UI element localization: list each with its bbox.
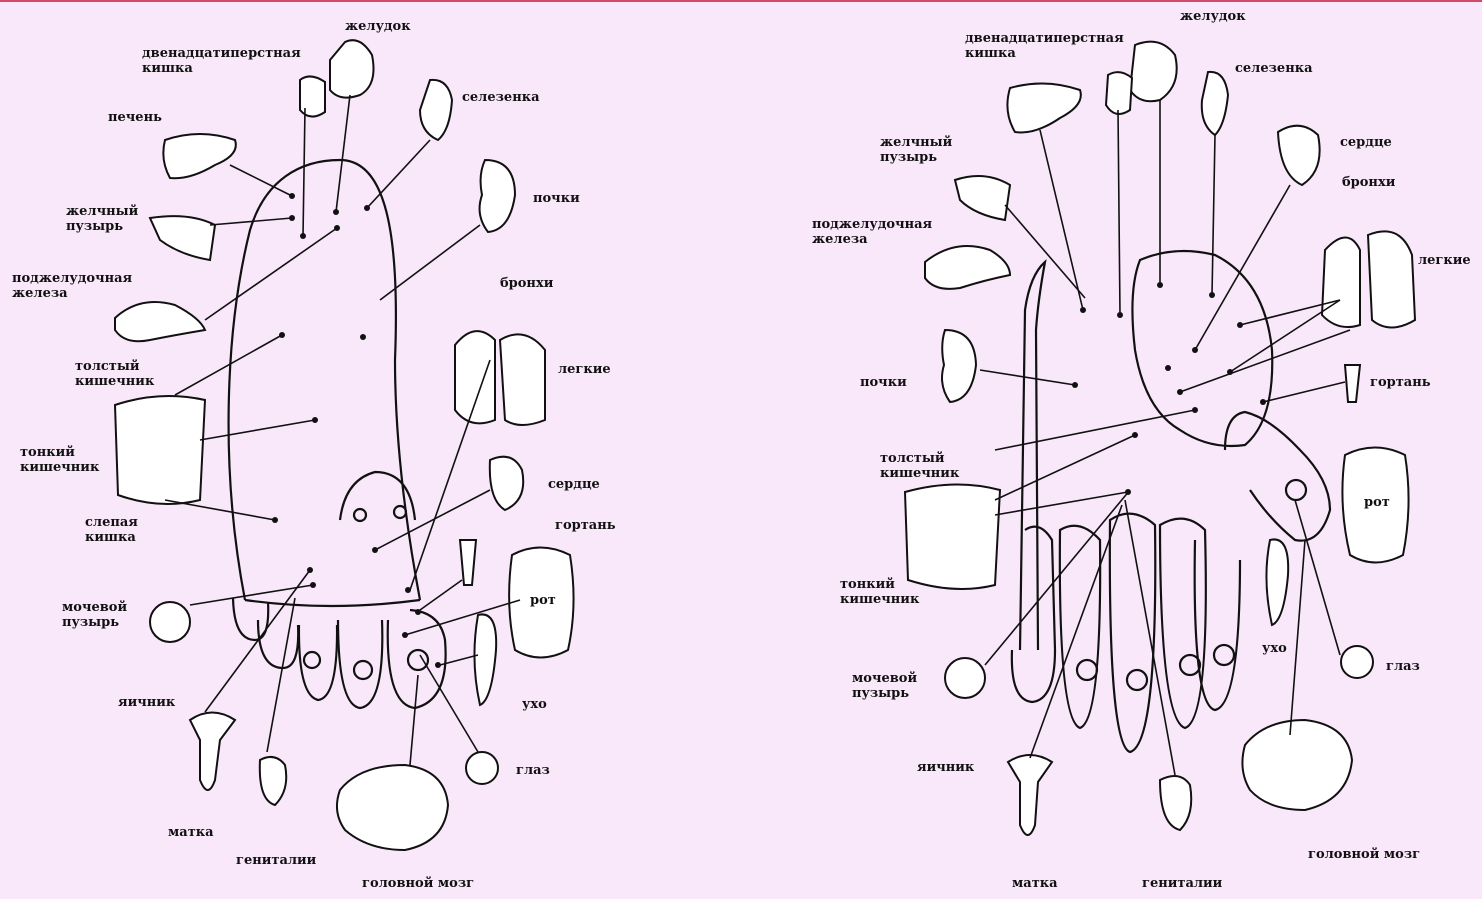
right-label-larynx: гортань <box>1370 375 1431 390</box>
stomach-organ <box>330 40 374 97</box>
duodenum-organ <box>300 76 325 116</box>
bladder-organ <box>150 602 190 642</box>
ear-organ <box>1266 539 1288 625</box>
foot-outline <box>229 160 420 600</box>
pancreas-organ <box>115 302 205 341</box>
left-label-uterus: матка <box>168 825 214 840</box>
left-label-brain: головной мозг <box>362 876 474 891</box>
heart-organ <box>1278 126 1320 185</box>
pancreas-organ <box>925 246 1010 289</box>
left-leader-lines <box>165 95 520 765</box>
right-label-heart: сердце <box>1340 135 1392 150</box>
left-label-mouth: рот <box>530 593 556 608</box>
right-label-genitals: гениталии <box>1142 876 1223 891</box>
colon-organ <box>115 396 205 504</box>
left-label-ovary: яичник <box>118 695 176 710</box>
gallbladder-organ <box>955 176 1010 220</box>
left-label-heart: сердце <box>548 477 600 492</box>
duodenum-organ <box>1106 72 1132 114</box>
kidney-organ <box>942 330 976 402</box>
heart-organ <box>490 457 523 510</box>
larynx-organ <box>460 540 476 585</box>
toes <box>233 472 446 708</box>
gallbladder-organ <box>150 216 215 260</box>
left-label-bronchi: бронхи <box>500 276 554 291</box>
right-label-kidneys: почки <box>860 375 907 390</box>
genitals-organ <box>260 757 286 805</box>
right-label-eye: глаз <box>1386 659 1420 674</box>
right-label-mouth: рот <box>1364 495 1390 510</box>
right-leader-lines <box>980 100 1350 775</box>
palm-outline <box>1132 251 1272 446</box>
right-label-brain: головной мозг <box>1308 847 1420 862</box>
kidney-organ <box>480 160 515 232</box>
larynx-organ <box>1345 365 1360 402</box>
left-label-genitals: гениталии <box>236 853 317 868</box>
right-label-bronchi: бронхи <box>1342 175 1396 190</box>
spleen-organ <box>1202 72 1228 135</box>
lungs-organ <box>1322 231 1415 327</box>
right-label-stomach: желудок <box>1180 9 1246 24</box>
left-label-liver: печень <box>108 110 162 125</box>
right-label-spleen: селезенка <box>1235 61 1313 76</box>
bladder-organ <box>945 658 985 698</box>
colon-organ <box>905 484 1000 589</box>
ear-organ <box>474 614 496 705</box>
right-label-lungs: легкие <box>1418 253 1471 268</box>
right-label-uterus: матка <box>1012 876 1058 891</box>
left-label-stomach: желудок <box>345 19 411 34</box>
uterus-organ <box>1008 755 1052 835</box>
left-label-larynx: гортань <box>555 518 616 533</box>
brain-organ <box>1242 720 1352 810</box>
uterus-organ <box>190 713 235 791</box>
right-label-ovary: яичник <box>917 760 975 775</box>
left-label-eye: глаз <box>516 763 550 778</box>
genitals-organ <box>1160 776 1191 830</box>
liver-organ <box>163 134 236 178</box>
lungs-organ <box>455 331 545 425</box>
left-label-ear: ухо <box>522 697 547 712</box>
liver-organ <box>1007 83 1080 132</box>
right-label-ear: ухо <box>1262 641 1287 656</box>
stomach-organ <box>1130 42 1177 102</box>
brain-organ <box>337 765 448 850</box>
left-label-spleen: селезенка <box>462 90 540 105</box>
left-label-kidneys: почки <box>533 191 580 206</box>
spleen-organ <box>420 80 452 140</box>
left-label-lungs: легкие <box>558 362 611 377</box>
eye-organ <box>466 752 498 784</box>
eye-organ <box>1341 646 1373 678</box>
